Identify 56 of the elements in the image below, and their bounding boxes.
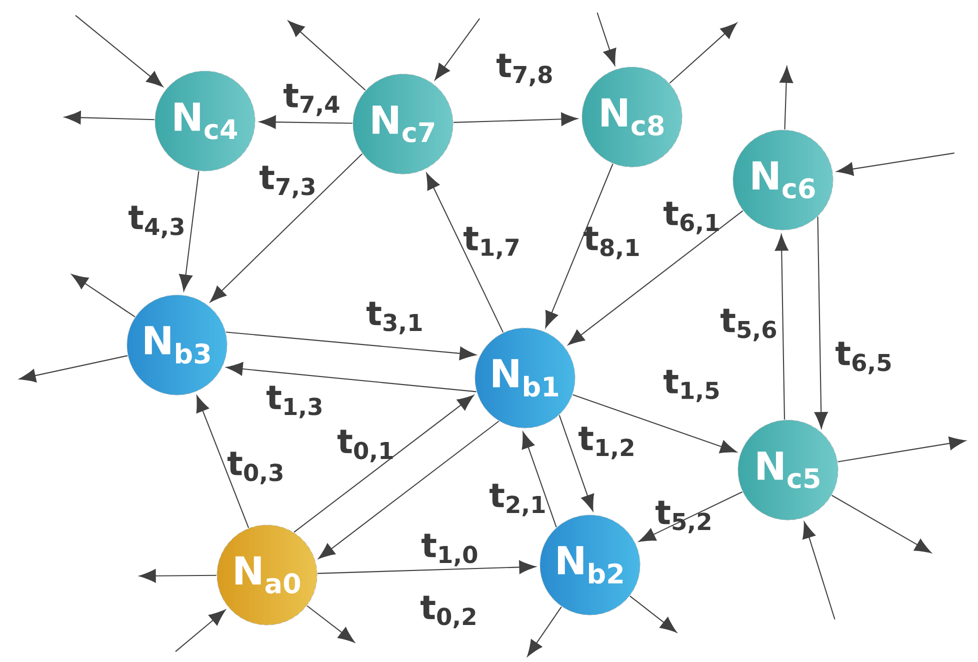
edge-label: t$_{5,2}$ — [656, 500, 710, 534]
arrow — [75, 15, 164, 87]
arrow — [572, 394, 737, 454]
edge-label: t$_{1,7}$ — [464, 226, 518, 260]
edge-label: t$_{0,2}$ — [420, 596, 476, 628]
edge-label: t$_{0,3}$ — [228, 452, 282, 484]
edge-label: t$_{5,6}$ — [720, 308, 776, 342]
arrow — [318, 560, 536, 574]
arrow — [558, 415, 594, 512]
arrow — [836, 152, 954, 176]
edge-label: t$_{1,0}$ — [422, 534, 478, 566]
edge-label: t$_{2,1}$ — [490, 484, 545, 516]
arrow — [630, 596, 677, 633]
edge-label: t$_{1,2}$ — [578, 426, 634, 460]
arrow — [318, 420, 500, 559]
edge-label: t$_{7,4}$ — [284, 84, 340, 116]
arrow — [294, 394, 474, 533]
arrow — [19, 355, 128, 382]
edge-label: t$_{1,3}$ — [266, 386, 322, 418]
arrow — [527, 606, 562, 657]
edge-label: t$_{7,8}$ — [496, 54, 552, 86]
arrow — [64, 110, 154, 124]
edge-label: t$_{6,5}$ — [836, 342, 891, 374]
arrow — [638, 491, 743, 542]
arrow — [434, 18, 480, 80]
edge-label: t$_{8,1}$ — [584, 226, 639, 260]
arrow — [179, 171, 200, 292]
arrow — [196, 395, 250, 528]
arrow — [454, 112, 578, 126]
arrow — [522, 432, 557, 528]
arrow — [774, 234, 788, 420]
arrow — [288, 20, 366, 91]
edge-label: t$_{4,3}$ — [128, 206, 184, 238]
arrow — [669, 22, 737, 84]
arrow — [210, 153, 362, 302]
edge-label: t$_{1,5}$ — [664, 370, 719, 402]
edge-label: t$_{7,3}$ — [260, 166, 314, 198]
arrow — [545, 164, 614, 328]
arrow — [838, 436, 966, 462]
arrow — [568, 210, 744, 346]
arrow — [832, 494, 932, 554]
arrow — [814, 216, 828, 429]
arrow — [71, 274, 136, 318]
arrow — [226, 362, 476, 392]
arrow — [802, 522, 836, 620]
edge-label: t$_{3,1}$ — [366, 302, 422, 334]
arrow — [139, 569, 216, 583]
arrow — [426, 172, 504, 333]
arrow — [596, 12, 616, 66]
arrow — [780, 66, 794, 130]
edge-label: t$_{6,1}$ — [664, 202, 719, 234]
edge-label: t$_{0,1}$ — [338, 430, 393, 462]
arrow — [175, 610, 226, 652]
arrow — [259, 115, 352, 129]
arrow — [306, 605, 355, 643]
arrow — [226, 332, 476, 360]
